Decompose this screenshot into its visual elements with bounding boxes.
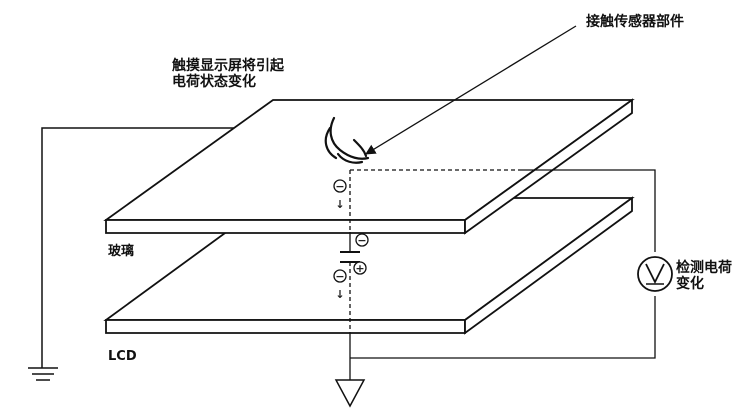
meter-icon — [637, 256, 673, 292]
charge-arrow-top: ↓ — [335, 198, 344, 211]
lcd-label: LCD — [108, 349, 137, 364]
detect-label-line1: 检测电荷 — [676, 259, 732, 276]
glass-label: 玻璃 — [108, 243, 134, 259]
svg-text:−: − — [357, 234, 366, 247]
charge-arrow-low: ↓ — [335, 288, 344, 301]
touch-note-line1: 触摸显示屏将引起 — [171, 57, 285, 74]
svg-text:−: − — [335, 270, 344, 283]
ground-symbol — [28, 367, 58, 381]
charge-negative-low: − — [333, 269, 347, 283]
glass-plate — [103, 98, 635, 235]
detect-wire-right — [520, 169, 656, 252]
detect-label-line2: 变化 — [676, 275, 704, 292]
svg-text:−: − — [335, 180, 344, 193]
ground-triangle — [334, 379, 366, 408]
sensor-pointer-arrow — [365, 25, 577, 155]
charge-negative-mid: − — [355, 233, 369, 247]
sensor-part-label: 接触传感器部件 — [586, 13, 684, 30]
svg-text:+: + — [355, 262, 364, 275]
detect-wire-return — [350, 296, 656, 359]
charge-negative-top: − — [333, 179, 347, 193]
capacitor-symbol — [340, 251, 360, 263]
touch-note-line2: 电荷状态变化 — [172, 73, 256, 90]
ground-wire — [41, 127, 282, 368]
charge-positive: + — [353, 261, 367, 275]
finger-icon — [324, 116, 370, 164]
